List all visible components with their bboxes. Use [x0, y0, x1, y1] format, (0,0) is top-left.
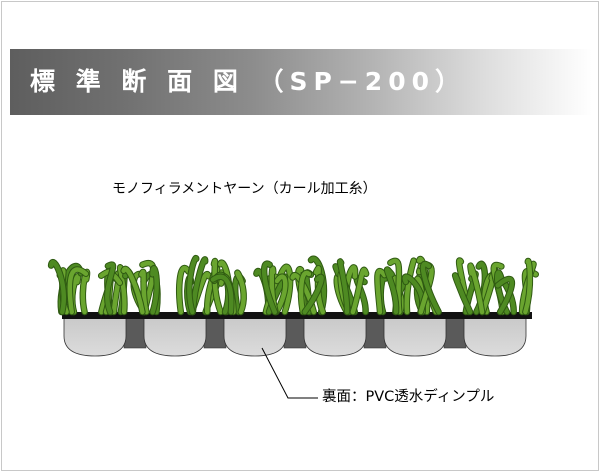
yarn-blade	[235, 270, 246, 315]
yarn-blade	[139, 269, 149, 315]
yarn-blade	[210, 274, 234, 315]
yarn-blade	[211, 259, 223, 315]
page-title: 標 準 断 面 図 （SP−200）	[30, 67, 466, 96]
dimple-gap	[363, 317, 387, 349]
dimple-cup	[463, 317, 527, 357]
yarn-blade	[48, 260, 66, 315]
yarn-blade	[404, 258, 416, 315]
yarn-blade	[274, 274, 288, 315]
yarn-blade	[420, 261, 441, 315]
yarn-blade	[375, 268, 387, 315]
title-bar: 標 準 断 面 図 （SP−200）	[10, 49, 592, 115]
yarn-blade	[523, 258, 533, 315]
yarn-blade	[150, 266, 159, 315]
dimple-gap	[123, 317, 147, 349]
backing-base-strip	[62, 312, 532, 319]
yarn-blade	[261, 261, 278, 315]
dimple-cup	[223, 317, 287, 357]
dimple-gap	[283, 317, 307, 349]
leader-line	[261, 347, 318, 399]
yarn-blade	[105, 262, 116, 315]
dimple-gap	[203, 317, 227, 349]
dimple-cup	[303, 317, 367, 357]
yarn-blade	[121, 266, 145, 315]
dimple-gap	[443, 317, 467, 349]
yarn-blade	[350, 267, 369, 315]
monofilament-yarn-layer	[47, 254, 540, 316]
dimple-cup	[63, 317, 127, 357]
yarn-blade	[177, 265, 191, 315]
yarn-blade	[187, 255, 199, 315]
yarn-blade	[298, 270, 312, 315]
pvc-dimple-backing	[63, 317, 527, 357]
yarn-blade	[67, 267, 89, 315]
backing-label: 裏面：PVC透水ディンプル	[322, 389, 495, 405]
yarn-blade	[337, 259, 350, 315]
yarn-blade	[468, 263, 485, 315]
dimple-gaps	[123, 317, 467, 349]
yarn-label: モノフィラメントヤーン（カール加工糸）	[112, 181, 377, 197]
dimple-cup	[383, 317, 447, 357]
dimple-cup	[143, 317, 207, 357]
yarn-blade	[302, 274, 324, 315]
yarn-blade	[452, 273, 473, 315]
yarn-blade	[278, 264, 293, 315]
yarn-blade	[495, 276, 515, 315]
yarn-blade	[384, 267, 399, 315]
